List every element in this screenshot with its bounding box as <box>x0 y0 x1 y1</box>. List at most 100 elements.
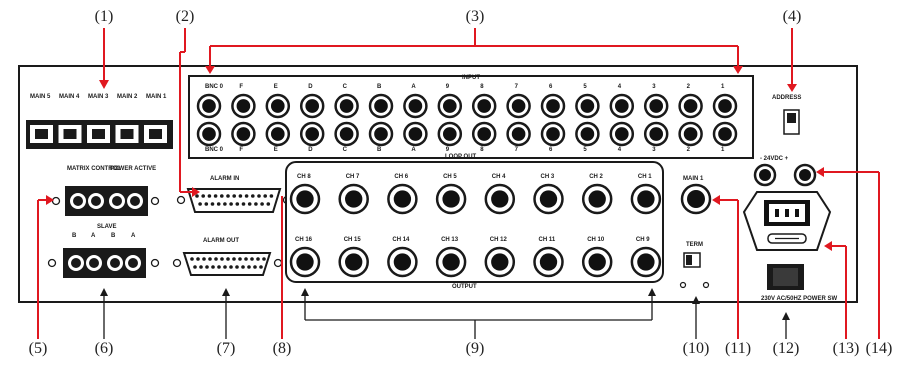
termination-switch <box>679 252 710 289</box>
input-bnc-connector <box>368 93 394 119</box>
callout-5: (5) <box>28 340 48 357</box>
callout-10: (10) <box>682 340 710 357</box>
input-bnc-connector <box>678 93 703 119</box>
output-channel-label: CH 13 <box>441 237 459 243</box>
output-bnc-connector <box>435 246 467 278</box>
output-channel-label: CH 6 <box>394 174 408 180</box>
input-channel-label: F <box>239 84 243 90</box>
rj45-label-4: MAIN 4 <box>59 94 80 100</box>
callout-11: (11) <box>724 340 752 357</box>
input-channel-label: 8 <box>480 84 484 90</box>
alarm-in-connector <box>176 188 292 213</box>
output-bnc-connector <box>581 246 613 278</box>
input-bnc-connector <box>643 93 669 119</box>
input-channel-label: E <box>274 84 278 90</box>
loopout-bnc-connector <box>437 121 463 147</box>
input-bnc-connector <box>575 93 600 119</box>
callout-4: (4) <box>782 8 802 25</box>
rj45-label-1: MAIN 1 <box>146 94 167 100</box>
terminal-letter-a2: A <box>131 233 136 239</box>
input-bnc-connector <box>334 93 359 119</box>
input-bnc-connector <box>437 93 463 119</box>
loopout-bnc-connector <box>712 121 738 147</box>
ac-power-inlet <box>742 191 832 251</box>
loopout-channel-label: E <box>274 147 278 153</box>
alarm-out-connector <box>172 252 283 276</box>
callout-6: (6) <box>94 340 114 357</box>
loopout-bnc-connector <box>299 121 325 147</box>
input-channel-label: 7 <box>515 84 519 90</box>
input-bnc-connector <box>506 93 531 119</box>
input-channel-label: 3 <box>652 84 656 90</box>
input-channel-label: D <box>308 84 313 90</box>
mount-screw <box>47 258 57 268</box>
term-label: TERM <box>686 242 703 248</box>
output-channel-label: CH 4 <box>492 174 506 180</box>
loopout-channel-label: B <box>377 147 382 153</box>
input-bnc-connector <box>403 93 428 119</box>
input-channel-label: 5 <box>583 84 587 90</box>
output-channel-label: CH 9 <box>636 237 650 243</box>
input-channel-label: 2 <box>687 84 691 90</box>
loopout-channel-label: BNC 0 <box>205 147 224 153</box>
control-terminal-block <box>65 186 148 216</box>
slave-label: SLAVE <box>97 224 117 230</box>
output-bnc-connector <box>533 246 564 278</box>
loopout-bnc-connector <box>334 121 359 147</box>
input-channel-label: A <box>411 84 416 90</box>
loopout-bnc-connector <box>506 121 531 147</box>
input-bnc-connector <box>609 93 635 119</box>
loopout-channel-label: 9 <box>446 147 450 153</box>
slave-terminal-block <box>63 248 146 278</box>
loopout-label: LOOP OUT <box>445 154 477 160</box>
output-bnc-connector <box>387 183 418 215</box>
loopout-bnc-connector <box>540 121 566 147</box>
output-channel-label: CH 14 <box>392 237 410 243</box>
output-bnc-connector <box>630 246 662 278</box>
input-channel-label: C <box>343 84 348 90</box>
terminal-letter-b1: B <box>72 233 77 239</box>
mount-screw <box>150 258 160 268</box>
output-label: OUTPUT <box>452 284 477 290</box>
rj45-label-2: MAIN 2 <box>117 94 138 100</box>
loopout-channel-label: 8 <box>480 147 484 153</box>
loopout-bnc-connector <box>471 121 497 147</box>
loopout-bnc-connector <box>368 121 394 147</box>
loopout-bnc-connector <box>196 121 222 147</box>
loopout-channel-label: F <box>239 147 243 153</box>
rj45-port-block <box>26 120 173 149</box>
output-bnc-connector <box>435 183 467 215</box>
output-channel-label: CH 10 <box>587 237 605 243</box>
loopout-bnc-connector <box>403 121 428 147</box>
loopout-bnc-connector <box>265 121 291 147</box>
alarm-out-label: ALARM OUT <box>203 238 239 244</box>
output-channel-label: CH 1 <box>638 174 652 180</box>
callout-8: (8) <box>272 340 292 357</box>
loopout-channel-label: 6 <box>549 147 553 153</box>
input-channel-label: 6 <box>549 84 553 90</box>
input-label: INPUT <box>462 75 480 81</box>
terminal-letter-a1: A <box>91 233 96 239</box>
callout-lines-dark <box>100 288 790 339</box>
input-channel-label: BNC 0 <box>205 84 224 90</box>
loopout-channel-label: 5 <box>583 147 587 153</box>
spot-label: MAIN 1 <box>683 176 704 182</box>
rj45-label-5: MAIN 5 <box>30 94 51 100</box>
input-channel-label: 4 <box>618 84 622 90</box>
output-channel-label: CH 15 <box>344 237 362 243</box>
input-channel-label: 9 <box>446 84 450 90</box>
output-channel-label: CH 12 <box>490 237 508 243</box>
callout-13: (13) <box>832 340 860 357</box>
callout-9: (9) <box>465 340 485 357</box>
matrix-control-label: MATRIX CONTROL <box>67 166 121 172</box>
output-channel-label: CH 7 <box>346 174 360 180</box>
dc-label: - 24VDC + <box>760 156 789 162</box>
loopout-channel-label: 1 <box>721 147 725 153</box>
loopout-channel-label: D <box>308 147 313 153</box>
power-active-label: POWER ACTIVE <box>110 166 156 172</box>
output-channel-label: CH 8 <box>297 174 311 180</box>
output-channel-label: CH 16 <box>295 237 313 243</box>
